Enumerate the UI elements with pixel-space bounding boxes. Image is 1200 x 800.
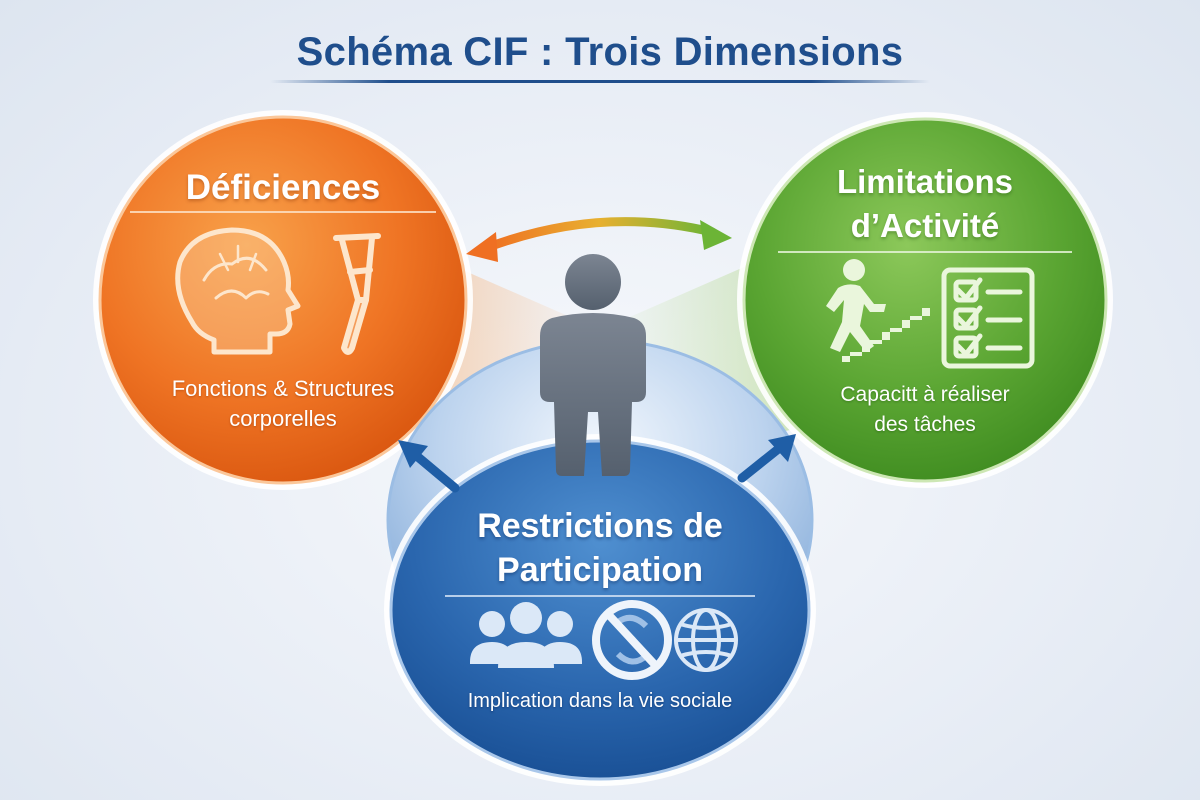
heading-participation: Restrictions de Participation <box>410 504 790 592</box>
subtitle-deficiences-line2: corporelles <box>229 406 337 431</box>
person-icon <box>540 254 646 476</box>
heading-activite: Limitations d’Activité <box>760 160 1090 248</box>
globe-icon <box>674 608 738 672</box>
title-underline <box>270 80 930 83</box>
group-people-icon <box>470 602 582 668</box>
brain-head-icon <box>175 227 301 355</box>
circle-deficiences <box>93 110 473 490</box>
heading-participation-line2: Participation <box>497 551 703 589</box>
heading-deficiences: Déficiences <box>185 168 381 207</box>
subtitle-activite: Capacitt à réaliser des tâches <box>760 380 1090 440</box>
arrow-right-up <box>737 434 796 483</box>
subtitle-activite-line2: des tâches <box>874 413 976 436</box>
double-arrow-top <box>466 217 732 262</box>
page-title: Schéma CIF : Trois Dimensions <box>296 30 904 74</box>
subtitle-participation: Implication dans la vie sociale <box>467 690 733 712</box>
circle-activite <box>737 112 1113 488</box>
heading-activite-line1: Limitations <box>836 163 1013 200</box>
prohibited-icon <box>592 600 672 680</box>
subtitle-activite-line1: Capacitt à réaliser <box>840 383 1010 406</box>
subtitle-deficiences: Fonctions & Structures corporelles <box>118 374 448 434</box>
crutch-icon <box>333 233 381 355</box>
heading-participation-line1: Restrictions de <box>477 507 723 545</box>
person-climbing-stairs-icon <box>826 259 930 362</box>
heading-activite-line2: d’Activité <box>850 207 1000 244</box>
checklist-icon <box>941 267 1035 369</box>
subtitle-deficiences-line1: Fonctions & Structures <box>171 376 395 401</box>
arrow-left-up <box>398 440 460 493</box>
